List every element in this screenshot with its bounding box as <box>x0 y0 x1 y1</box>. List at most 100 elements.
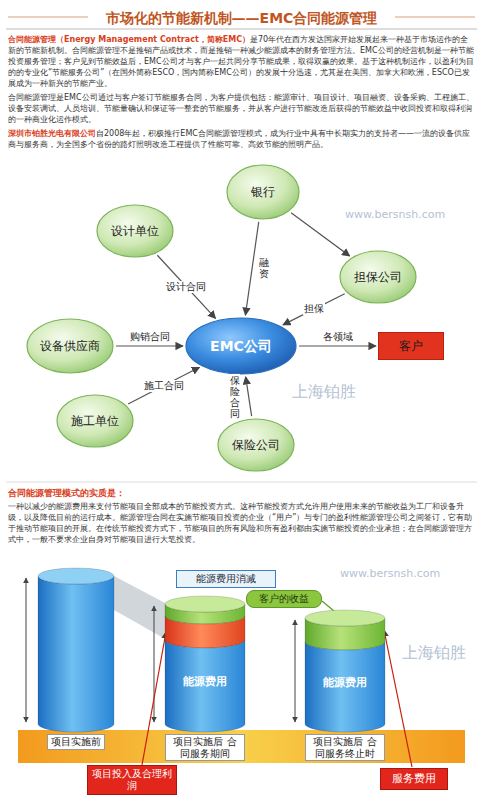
node-outline <box>27 319 113 373</box>
band-label: 能源费用 <box>323 676 367 690</box>
callout-box: 能源费用消减 <box>176 570 276 588</box>
node-label: 客户 <box>399 339 423 353</box>
node-outline <box>57 395 133 447</box>
connector-label: 购销合同 <box>129 331 171 343</box>
connector-label-holder: 购销合同 <box>129 331 171 343</box>
highlight-text: 合同能源管理（Energy Management Contract，简称EMC） <box>8 35 250 44</box>
watermark-holder: www.bersnsh.com <box>340 562 440 581</box>
cost-cylinder: 项目实施前 <box>38 568 114 758</box>
connector-label-holder: 担保 <box>303 303 325 315</box>
cost-box: 项目投入及合理利润 <box>87 765 177 795</box>
node-label: 客户的收益 <box>259 593 309 605</box>
watermark: 上海铂胜 <box>292 382 356 401</box>
connector-label: 融资 <box>259 256 269 280</box>
phase-label: 项目实施前 <box>47 734 105 750</box>
connector-label: 保险合同 <box>230 374 240 420</box>
leader-arrow <box>142 632 166 765</box>
connector-label-holder: 施工合同 <box>143 380 185 392</box>
cylinder-band <box>165 640 245 732</box>
intro-text: 合同能源管理（Energy Management Contract，简称EMC）… <box>8 34 475 153</box>
connector <box>157 255 215 318</box>
watermark-holder: 上海铂胜 <box>402 643 466 664</box>
paragraph: 一种以减少的能源费用来支付节能项目全部成本的节能投资方式。这种节能投资方式允许用… <box>8 501 475 545</box>
phase-band <box>18 730 465 763</box>
connector <box>245 222 258 315</box>
node-label: EMC公司 <box>210 338 272 355</box>
connector-label: 施工合同 <box>143 380 185 392</box>
circle-node: 银行 <box>226 164 300 220</box>
band-label: 能源费用 <box>183 675 227 689</box>
node-outline <box>186 318 296 374</box>
connector <box>283 294 345 325</box>
circle-node: 担保公司 <box>339 250 417 304</box>
node-outline <box>97 205 173 257</box>
node-label: 银行 <box>251 185 275 199</box>
paragraph: 合同能源管理是EMC公司通过与客户签订节能服务合同，为客户提供包括：能源审计、项… <box>8 92 475 125</box>
circle-node: 保险公司 <box>217 418 295 472</box>
node-label: 能源费用消减 <box>196 573 256 585</box>
watermark: www.bersnsh.com <box>340 567 440 580</box>
node-label: 服务费用 <box>392 772 436 785</box>
title-underline <box>6 29 477 30</box>
node-outline <box>218 419 294 471</box>
connector-label-holder: 保险合同 <box>230 374 240 420</box>
watermark-holder: 上海铂胜 <box>292 382 356 403</box>
connector-label-holder: 设计合同 <box>165 281 207 293</box>
highlight-text: 深圳市铂胜光电有限公司 <box>8 129 96 138</box>
title-rule <box>395 17 475 18</box>
node-label: 设备供应商 <box>40 339 100 353</box>
cylinder-band <box>38 576 114 732</box>
connector-label: 设计合同 <box>165 281 207 293</box>
height-arrow <box>154 606 155 722</box>
node-outline <box>227 165 299 219</box>
connector-label: 担保 <box>303 303 325 315</box>
cylinder-band <box>165 616 245 648</box>
section-rule <box>6 482 477 483</box>
connector-label: 各领域 <box>322 331 354 343</box>
highlight-text: 合同能源管理模式的实质是： <box>8 488 475 499</box>
node-label: 设计单位 <box>111 224 159 238</box>
paragraph: 合同能源管理（Energy Management Contract，简称EMC）… <box>8 34 475 89</box>
cylinder-top <box>38 568 114 584</box>
circle-node: 设备供应商 <box>26 318 114 374</box>
node-label: 保险公司 <box>232 438 280 452</box>
cylinder-band <box>305 642 385 732</box>
height-arrow <box>295 620 296 722</box>
watermark: www.bersnsh.com <box>345 208 445 221</box>
cost-cylinder: 能源费用项目实施后 合同服务终止时 <box>305 610 385 768</box>
watermark: 上海铂胜 <box>402 643 466 662</box>
circle-node: 设计单位 <box>96 204 174 258</box>
essence-text: 合同能源管理模式的实质是： 一种以减少的能源费用来支付节能项目全部成本的节能投资方… <box>8 488 475 548</box>
paragraph: 合同能源管理模式的实质是： <box>8 488 475 499</box>
callout-box: 客户的收益 <box>246 590 322 608</box>
watermark-holder: www.bersnsh.com <box>345 203 445 222</box>
page-title: 市场化的节能新机制——EMC合同能源管理 <box>106 10 378 26</box>
emc-ellipse: EMC公司 <box>185 317 297 375</box>
body-text: 一种以减少的能源费用来支付节能项目全部成本的节能投资方式。这种节能投资方式允许用… <box>8 502 472 544</box>
node-label: 担保公司 <box>354 270 402 284</box>
circle-node: 施工单位 <box>56 394 134 448</box>
cost-cylinder: 能源费用项目实施后 合同服务期间 <box>165 596 245 768</box>
node-outline <box>340 251 416 303</box>
client-box: 客户 <box>378 332 444 360</box>
node-label: 项目投入及合理利润 <box>88 768 176 792</box>
cylinder-top <box>165 596 245 612</box>
cost-box: 服务费用 <box>380 768 448 790</box>
phase-label: 项目实施后 合同服务期间 <box>165 734 245 761</box>
connector <box>116 345 183 346</box>
node-label: 施工单位 <box>71 414 119 428</box>
connector <box>246 377 252 416</box>
node-shape <box>38 568 114 758</box>
title-rule <box>8 17 88 18</box>
connector <box>299 345 376 346</box>
cylinder-top <box>305 610 385 626</box>
connector <box>291 213 350 256</box>
connector-label-holder: 各领域 <box>322 331 354 343</box>
phase-label: 项目实施后 合同服务终止时 <box>305 734 385 761</box>
title-holder: 市场化的节能新机制——EMC合同能源管理 <box>0 8 483 28</box>
height-arrow <box>26 578 27 722</box>
connector <box>128 367 199 404</box>
body-text: 合同能源管理是EMC公司通过与客户签订节能服务合同，为客户提供包括：能源审计、项… <box>8 93 474 124</box>
connector-label-holder: 融资 <box>259 256 269 280</box>
